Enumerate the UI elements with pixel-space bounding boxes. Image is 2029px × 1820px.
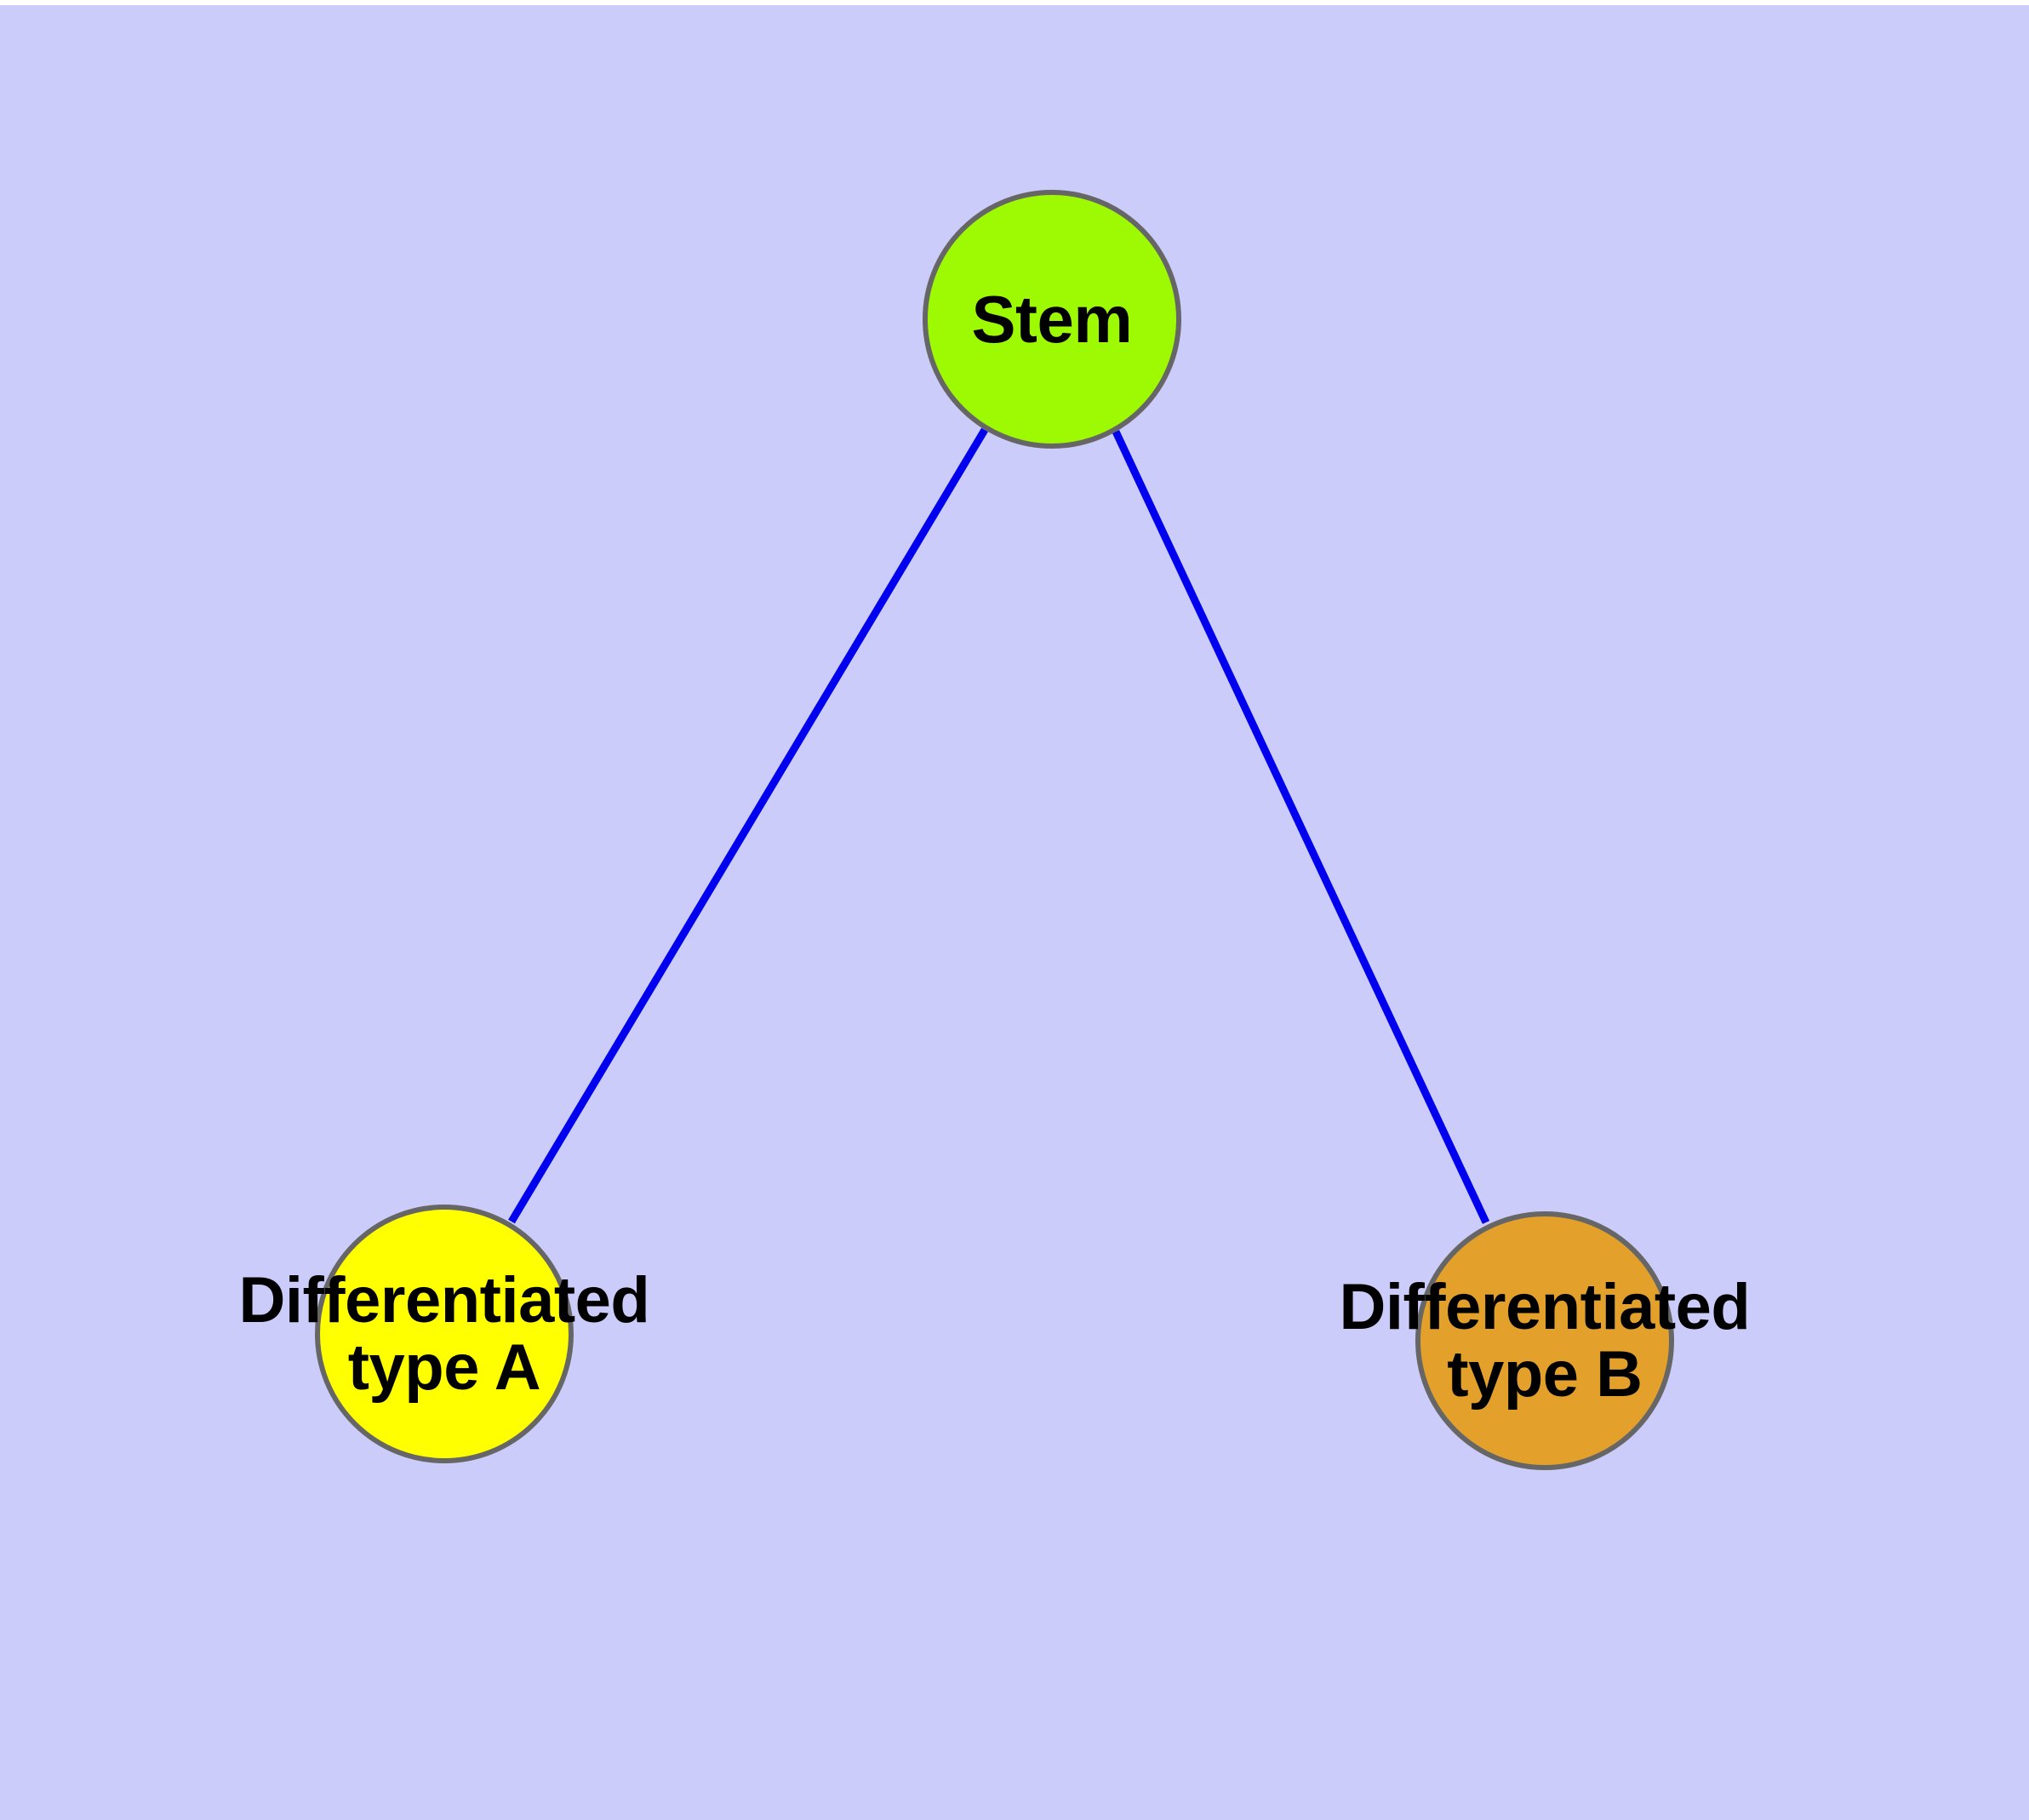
- node-differentiated-type-a-circle[interactable]: [315, 1205, 574, 1463]
- node-stem-circle[interactable]: [923, 190, 1181, 449]
- edge-stem-to-differentiated-type-b[interactable]: [1112, 430, 1490, 1224]
- edge-layer: [508, 427, 1490, 1224]
- node-differentiated-type-b-circle[interactable]: [1415, 1211, 1674, 1470]
- node-layer: [315, 190, 1674, 1470]
- edge-stem-to-differentiated-type-a[interactable]: [508, 427, 988, 1224]
